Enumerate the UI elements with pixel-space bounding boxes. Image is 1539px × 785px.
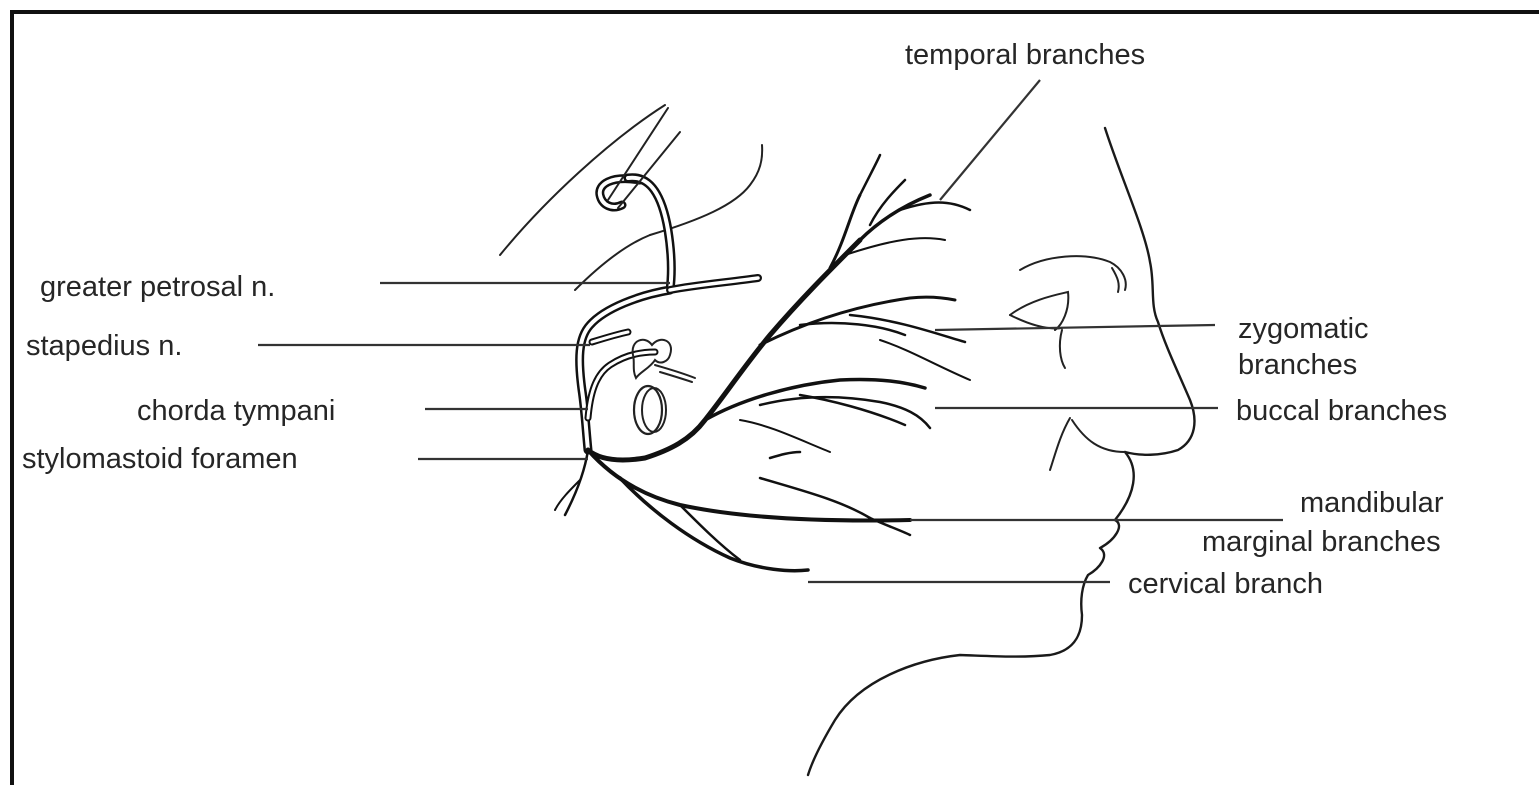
label-stylomastoid: stylomastoid foramen bbox=[22, 443, 298, 475]
label-greater-petrosal: greater petrosal n. bbox=[40, 271, 275, 303]
label-zygomatic-line2: branches bbox=[1238, 349, 1357, 381]
label-zygomatic-line1: zygomatic bbox=[1238, 313, 1369, 345]
facial-canal bbox=[580, 108, 758, 450]
face-profile-outline bbox=[808, 128, 1194, 775]
label-mandibular-line1: mandibular bbox=[1300, 487, 1444, 519]
eye bbox=[1010, 256, 1126, 368]
label-temporal-branches: temporal branches bbox=[905, 39, 1145, 71]
label-chorda-tympani: chorda tympani bbox=[137, 395, 335, 427]
label-buccal: buccal branches bbox=[1236, 395, 1447, 427]
skull-outline bbox=[500, 105, 762, 290]
leader-temporal bbox=[940, 80, 1040, 200]
label-stapedius: stapedius n. bbox=[26, 330, 182, 362]
label-cervical: cervical branch bbox=[1128, 568, 1323, 600]
leader-zygomatic bbox=[935, 325, 1215, 330]
label-mandibular-line2: marginal branches bbox=[1202, 526, 1441, 558]
